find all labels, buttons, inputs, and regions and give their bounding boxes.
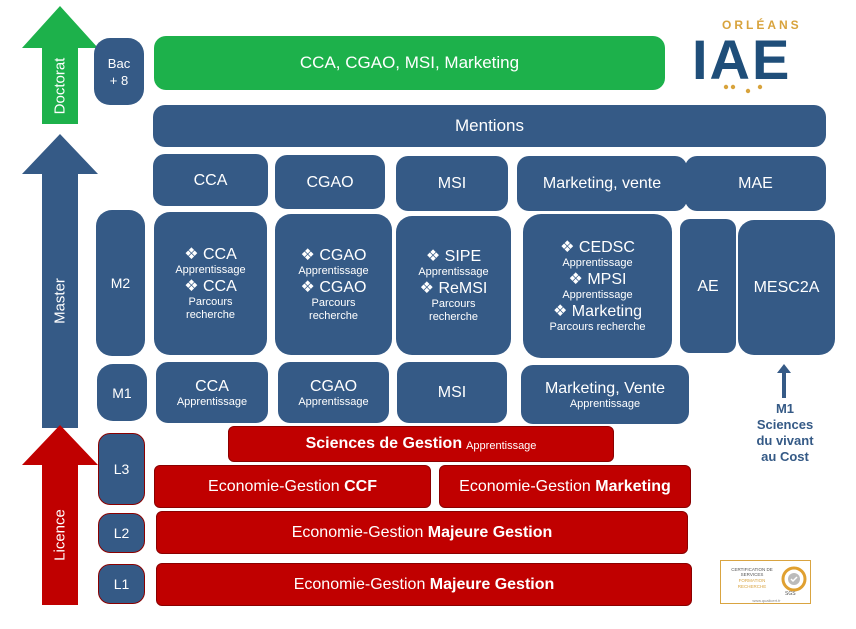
l2-plain: Economie-Gestion	[291, 524, 428, 541]
master-arrow: Master	[20, 134, 100, 428]
m2-cca-item-2: ❖ CCA	[184, 278, 237, 295]
mention-msi: MSI	[396, 156, 508, 211]
m1-cca-title: CCA	[195, 377, 229, 395]
m2-marketing-item-3-sub: Parcours recherche	[549, 321, 646, 333]
mention-marketing-vente-label: Marketing, vente	[542, 175, 662, 192]
mention-msi-label: MSI	[437, 175, 467, 192]
m2-cca: ❖ CCA Apprentissage ❖ CCA Parcours reche…	[154, 212, 267, 355]
licence-label: Licence	[51, 509, 69, 561]
doctorat-programs-bar: CCA, CGAO, MSI, Marketing	[154, 36, 665, 90]
m2-mesc2a-label: MESC2A	[753, 279, 820, 296]
m2-marketing-item-2: ❖ MPSI	[568, 271, 627, 288]
logo-name-text: IAE	[692, 28, 792, 91]
level-m1: M1	[97, 364, 147, 421]
m2-cgao-item-2: ❖ CGAO	[300, 279, 367, 296]
m2-marketing-item-2-sub: Apprentissage	[562, 289, 633, 301]
doctorat-programs-label: CCA, CGAO, MSI, Marketing	[299, 53, 520, 72]
m2-mesc2a: MESC2A	[738, 220, 835, 355]
mention-cca-label: CCA	[193, 171, 228, 189]
doctorat-label: Doctorat	[51, 57, 69, 115]
l3-ccf-bold: CCF	[344, 478, 377, 495]
l1-bold: Majeure Gestion	[429, 576, 555, 593]
m2-msi-item-2-sub: Parcours recherche	[429, 298, 478, 323]
l3-eco-gestion-ccf: Economie-Gestion CCF	[154, 465, 431, 508]
m2-cgao: ❖ CGAO Apprentissage ❖ CGAO Parcours rec…	[275, 214, 392, 355]
cert-url: www.qualicert.fr	[752, 598, 781, 603]
l3-eco-gestion-marketing: Economie-Gestion Marketing	[439, 465, 691, 508]
m2-cca-item-1-sub: Apprentissage	[175, 264, 246, 276]
m1-cgao-title: CGAO	[309, 377, 358, 395]
level-l3: L3	[98, 433, 145, 505]
l3-mkt-plain: Economie-Gestion	[459, 478, 596, 495]
certification-badge: CERTIFICATION DE SERVICES FORMATION RECH…	[720, 560, 811, 604]
mention-cca: CCA	[153, 154, 268, 206]
level-m1-label: M1	[112, 384, 132, 401]
level-l2-label: L2	[113, 525, 130, 541]
m1-msi: MSI	[397, 362, 507, 423]
l2-eco-gestion-majeure: Economie-Gestion Majeure Gestion	[156, 511, 688, 554]
mention-cgao-label: CGAO	[306, 173, 354, 191]
m2-ae: AE	[680, 219, 736, 353]
m2-marketing-item-1: ❖ CEDSC	[560, 239, 635, 256]
mention-marketing-vente: Marketing, vente	[517, 156, 687, 211]
level-l2: L2	[98, 513, 145, 553]
level-bac8: Bac + 8	[94, 38, 144, 105]
m2-msi-item-1-sub: Apprentissage	[418, 266, 489, 278]
m2-marketing-item-3: ❖ Marketing	[552, 303, 643, 320]
m1-marketing-title: Marketing, Vente	[544, 379, 666, 397]
logo-dots-icon	[723, 84, 763, 94]
cert-line2: FORMATION	[738, 578, 766, 583]
l3-mkt-bold: Marketing	[595, 478, 671, 495]
m2-ae-label: AE	[697, 277, 719, 295]
m2-cgao-item-2-sub: Parcours recherche	[309, 297, 358, 322]
m1-marketing-vente: Marketing, Vente Apprentissage	[521, 365, 689, 424]
m2-msi: ❖ SIPE Apprentissage ❖ ReMSI Parcours re…	[396, 216, 511, 355]
m2-msi-item-1: ❖ SIPE	[425, 248, 482, 265]
m1-cgao: CGAO Apprentissage	[278, 362, 389, 423]
up-arrow-icon	[777, 364, 791, 398]
logo-city-text: ORLÉANS	[722, 18, 802, 32]
l1-eco-gestion-majeure: Economie-Gestion Majeure Gestion	[156, 563, 692, 606]
l3-sciences-de-gestion: Sciences de Gestion Apprentissage	[228, 426, 614, 462]
l3-ccf-plain: Economie-Gestion	[208, 478, 345, 495]
level-l1: L1	[98, 564, 145, 604]
m2-cgao-item-1-sub: Apprentissage	[298, 265, 369, 277]
m1-sciences-note: M1 Sciences du vivant au Cost	[756, 401, 814, 464]
l1-plain: Economie-Gestion	[293, 576, 430, 593]
certification-seal-icon	[781, 566, 807, 592]
level-l3-label: L3	[113, 461, 130, 477]
m2-cgao-item-1: ❖ CGAO	[300, 247, 367, 264]
cert-brand: SGS	[785, 591, 796, 597]
cert-line3: RECHERCHE	[737, 584, 767, 589]
m1-marketing-sub: Apprentissage	[569, 397, 641, 410]
m1-msi-title: MSI	[437, 384, 467, 401]
level-m2-label: M2	[110, 275, 131, 291]
m2-marketing-item-1-sub: Apprentissage	[562, 257, 633, 269]
m2-cca-item-1: ❖ CCA	[184, 246, 237, 263]
m2-cca-item-2-sub: Parcours recherche	[186, 296, 235, 321]
master-label: Master	[51, 278, 69, 324]
m1-cca-sub: Apprentissage	[176, 395, 248, 408]
mention-cgao: CGAO	[275, 155, 385, 209]
l3-sdg-sub: Apprentissage	[466, 439, 537, 452]
m1-cgao-sub: Apprentissage	[298, 395, 369, 408]
mentions-header: Mentions	[153, 105, 826, 147]
l3-sdg-bold: Sciences de Gestion	[305, 435, 463, 452]
mentions-header-label: Mentions	[455, 116, 524, 135]
cert-line1: CERTIFICATION DE SERVICES	[731, 567, 773, 577]
level-bac8-label: Bac + 8	[107, 55, 131, 88]
level-l1-label: L1	[113, 576, 130, 592]
m2-msi-item-2: ❖ ReMSI	[419, 280, 488, 297]
mention-mae: MAE	[685, 156, 826, 211]
m2-marketing: ❖ CEDSC Apprentissage ❖ MPSI Apprentissa…	[523, 214, 672, 358]
licence-arrow: Licence	[20, 425, 100, 605]
mention-mae-label: MAE	[738, 175, 773, 192]
m1-cca: CCA Apprentissage	[156, 362, 268, 423]
l2-bold: Majeure Gestion	[427, 524, 553, 541]
iae-orleans-logo: ORLÉANS IAE	[692, 18, 807, 96]
level-m2: M2	[96, 210, 145, 356]
doctorat-arrow: Doctorat	[20, 6, 100, 124]
